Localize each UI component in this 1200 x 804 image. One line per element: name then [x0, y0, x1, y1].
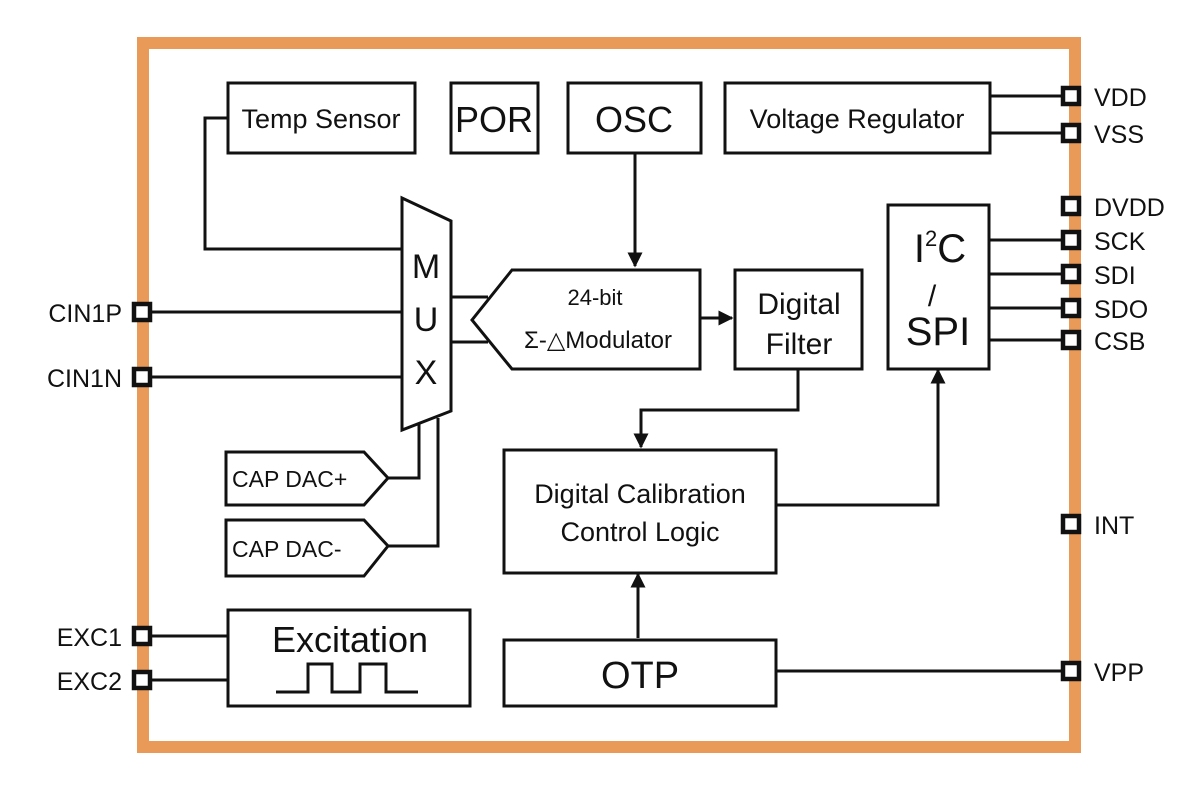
modulator-label-line2: Σ-△Modulator: [524, 327, 672, 354]
pin-vdd-label: VDD: [1094, 84, 1147, 112]
mux-letter-m: M: [412, 248, 440, 286]
modulator-label-line1: 24-bit: [567, 285, 622, 310]
pin-exc2: EXC2: [57, 668, 153, 696]
pin-sck-label: SCK: [1094, 228, 1146, 256]
pin-vss: VSS: [1060, 121, 1144, 149]
pin-sck: SCK: [1060, 228, 1146, 256]
por-block: POR: [449, 81, 540, 155]
pin-csb-label: CSB: [1094, 328, 1145, 356]
cap-dac-minus-block: CAP DAC-: [224, 518, 390, 578]
pin-vpp-label: VPP: [1094, 659, 1144, 687]
pin-cin1p: CIN1P: [48, 300, 153, 328]
temp-sensor-label: Temp Sensor: [241, 104, 400, 134]
mux-letter-u: U: [414, 301, 439, 339]
pin-cin1p-label: CIN1P: [48, 300, 122, 328]
digital-filter-label-line1: Digital: [757, 288, 840, 321]
excitation-block: Excitation: [226, 608, 472, 708]
pin-sdo-label: SDO: [1094, 296, 1148, 324]
interface-block: I2C / SPI: [886, 203, 991, 371]
pin-exc2-label: EXC2: [57, 668, 122, 696]
wire-capdac-minus-to-mux: [388, 418, 440, 548]
digital-filter-label-line2: Filter: [766, 328, 833, 361]
mux-letter-x: X: [415, 354, 438, 392]
calibration-label-line1: Digital Calibration: [534, 479, 746, 509]
modulator-block: 24-bit Σ-△Modulator: [470, 268, 702, 371]
voltage-regulator-block: Voltage Regulator: [723, 81, 992, 155]
pin-vdd: VDD: [1060, 84, 1147, 112]
interface-label-line2: SPI: [906, 310, 970, 354]
calibration-block: Digital Calibration Control Logic: [502, 448, 778, 575]
pin-exc1: EXC1: [57, 624, 153, 652]
pin-sdo: SDO: [1060, 296, 1148, 324]
cap-dac-minus-label: CAP DAC-: [232, 536, 342, 562]
pin-int: INT: [1060, 512, 1134, 540]
voltage-regulator-label: Voltage Regulator: [750, 104, 965, 134]
cap-dac-plus-label: CAP DAC+: [232, 466, 347, 492]
cap-dac-plus-block: CAP DAC+: [224, 450, 391, 507]
por-label: POR: [455, 99, 533, 140]
temp-sensor-block: Temp Sensor: [226, 81, 417, 155]
wire-calibration-to-interface: [776, 368, 946, 507]
pin-csb: CSB: [1060, 328, 1145, 356]
pin-cin1n-label: CIN1N: [47, 365, 122, 393]
pin-vss-label: VSS: [1094, 121, 1144, 149]
pin-exc1-label: EXC1: [57, 624, 122, 652]
digital-filter-block: Digital Filter: [733, 268, 864, 371]
interface-label-slash: /: [928, 280, 937, 313]
otp-block: OTP: [502, 638, 778, 708]
pin-int-label: INT: [1094, 512, 1134, 540]
chip-outline: [137, 37, 1081, 753]
pin-cin1n: CIN1N: [47, 365, 153, 393]
pin-vpp: VPP: [1060, 659, 1144, 687]
otp-label: OTP: [601, 655, 679, 697]
pin-sdi: SDI: [1060, 262, 1136, 290]
wire-capdac-plus-to-mux: [388, 422, 421, 480]
mux-block: M U X: [400, 195, 453, 433]
calibration-label-line2: Control Logic: [560, 517, 719, 547]
excitation-label: Excitation: [272, 619, 428, 660]
pin-sdi-label: SDI: [1094, 262, 1136, 290]
interface-label-line1: I2C: [914, 226, 966, 271]
osc-label: OSC: [595, 99, 673, 140]
square-wave-icon: [276, 662, 418, 694]
wire-temp-to-mux: [203, 116, 402, 251]
pin-dvdd-label: DVDD: [1094, 194, 1165, 222]
osc-block: OSC: [566, 81, 703, 155]
pin-dvdd: DVDD: [1060, 194, 1165, 222]
wire-filter-to-calibration: [633, 369, 800, 449]
